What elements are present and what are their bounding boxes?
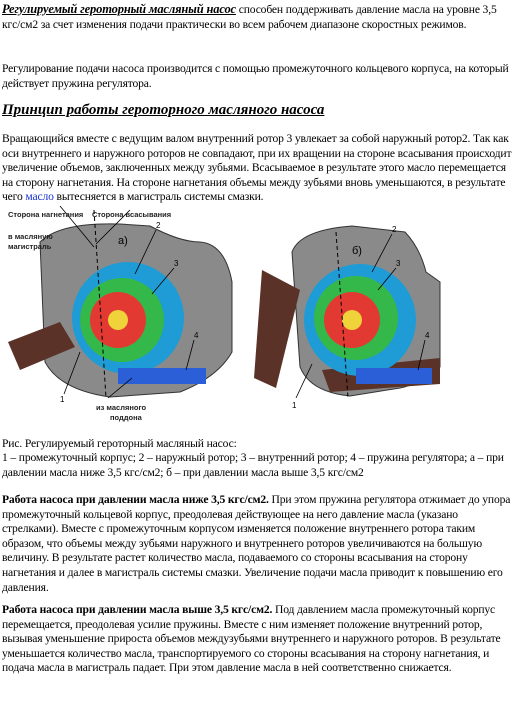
label-num-3b: 3 <box>396 259 401 268</box>
pump-b: б) 2 3 4 1 <box>254 225 441 410</box>
high-pressure-paragraph: Работа насоса при давлении масла выше 3,… <box>2 603 516 676</box>
low-pressure-paragraph: Работа насоса при давлении масла ниже 3,… <box>2 493 516 595</box>
label-num-1b: 1 <box>292 401 297 410</box>
leader-b2 <box>371 233 393 273</box>
channel-b <box>254 270 300 388</box>
channel-a <box>8 322 75 370</box>
label-num-4a: 4 <box>194 331 199 340</box>
intro-text: способен поддерживать давление масла на … <box>2 3 497 31</box>
axis-a <box>93 209 107 399</box>
intro-title: Регулируемый героторный масляный насос <box>2 2 236 16</box>
regulation-paragraph: Регулирование подачи насоса производится… <box>2 62 509 90</box>
high-pressure-title: Работа насоса при давлении масла выше 3,… <box>2 603 273 616</box>
label-num-2a: 2 <box>156 221 161 230</box>
label-suction-side: Сторона всасывания <box>92 210 171 219</box>
caption-title: Рис. Регулируемый героторный масляный на… <box>2 437 237 450</box>
leader-a3 <box>151 267 175 295</box>
principle-text-before: Вращающийся вместе с ведущим валом внутр… <box>2 132 512 204</box>
leader-a2 <box>134 229 157 275</box>
pump-a: Сторона нагнетания Сторона всасывания в … <box>8 205 233 422</box>
label-from-sump-1: из масляного <box>96 403 146 412</box>
label-num-4b: 4 <box>425 331 430 340</box>
label-num-3a: 3 <box>174 259 179 268</box>
low-pressure-title: Работа насоса при давлении масла ниже 3,… <box>2 493 269 506</box>
low-pressure-text: При этом пружина регулятора отжимает до … <box>2 493 511 594</box>
label-to-oil-line-1: в масляную <box>8 232 53 241</box>
leader-a4 <box>185 339 195 371</box>
leader-suction <box>95 209 131 245</box>
label-from-sump-2: поддона <box>110 413 143 422</box>
leader-sump <box>107 377 133 399</box>
caption-legend: 1 – промежуточный корпус; 2 – наружный р… <box>2 451 504 479</box>
principle-paragraph: Вращающийся вместе с ведущим валом внутр… <box>2 132 516 205</box>
section-title: Принцип работы героторного масляного нас… <box>2 102 325 118</box>
label-to-oil-line-2: магистраль <box>8 242 52 251</box>
label-discharge-side: Сторона нагнетания <box>8 210 83 219</box>
intro-paragraph: Регулируемый героторный масляный насос с… <box>2 2 516 32</box>
high-pressure-text: Под давлением масла промежуточный корпус… <box>2 603 501 675</box>
principle-text-after: вытесняется в магистраль системы смазки. <box>53 190 264 204</box>
label-num-2b: 2 <box>392 225 397 234</box>
leader-discharge <box>59 205 95 248</box>
label-a: а) <box>118 235 128 247</box>
leader-b4 <box>417 339 426 371</box>
rotor-shaft-a <box>108 310 128 330</box>
leader-a1 <box>63 351 81 395</box>
spring-a <box>118 368 206 384</box>
label-num-1a: 1 <box>60 395 65 404</box>
rotor-shaft-b <box>342 310 362 330</box>
oil-link[interactable]: масло <box>25 190 54 204</box>
label-b: б) <box>352 245 362 257</box>
leader-b1 <box>295 363 313 399</box>
leader-b3 <box>377 267 397 291</box>
spring-b <box>356 368 432 384</box>
pump-figure: Сторона нагнетания Сторона всасывания в … <box>8 205 441 422</box>
